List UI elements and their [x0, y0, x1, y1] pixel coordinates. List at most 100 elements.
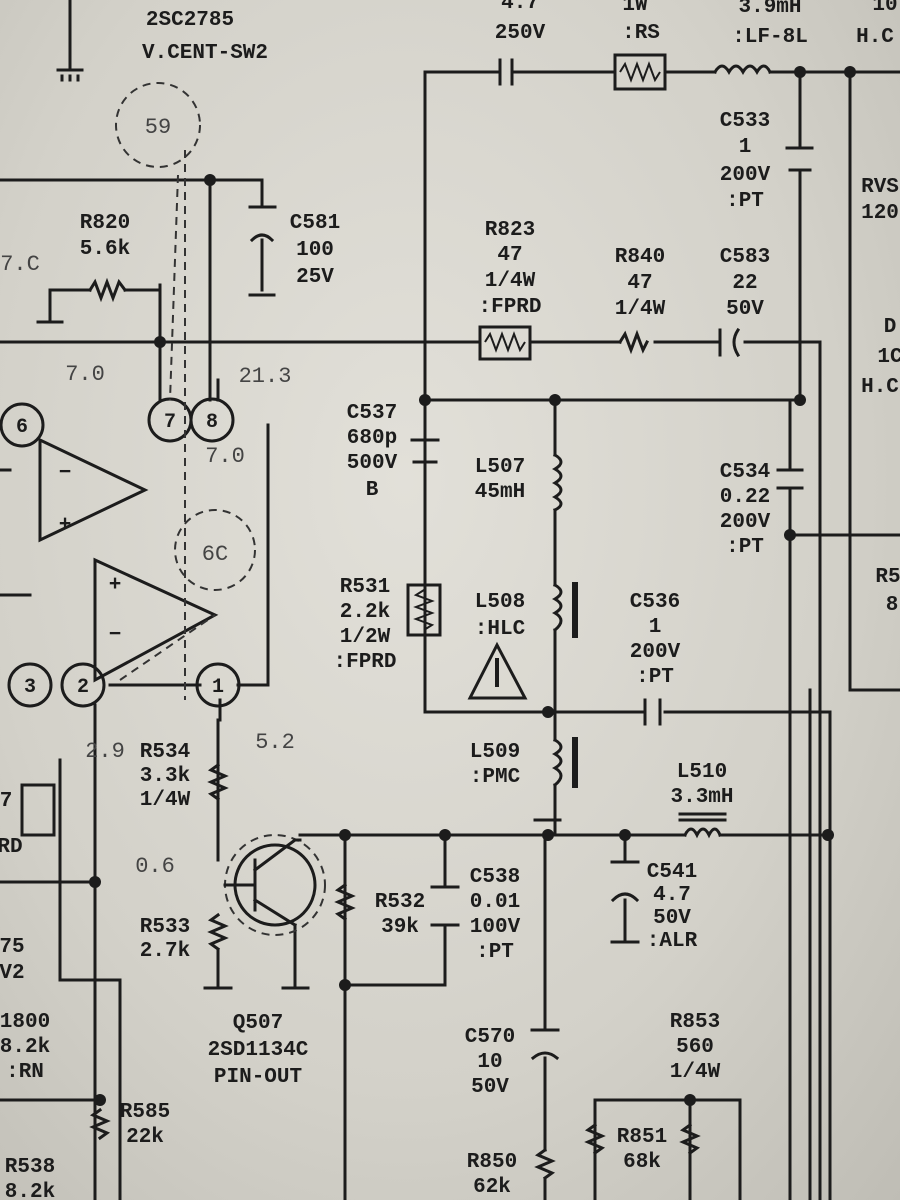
- l509-type: :PMC: [470, 766, 521, 789]
- c541-type: :ALR: [647, 930, 698, 953]
- rvs-value: 120: [861, 202, 899, 225]
- r853-value: 560: [676, 1036, 714, 1059]
- label-ind-value: 3.9mH: [738, 0, 801, 19]
- pin-1: 1: [212, 676, 224, 699]
- edge-label: RD: [0, 836, 23, 859]
- edge-label: 8: [886, 594, 899, 617]
- r851-label: R851: [617, 1126, 667, 1149]
- c541-voltage: 50V: [653, 907, 691, 930]
- header-labels: 2SC2785 V.CENT-SW2 4.7 250V 1W :RS 3.9mH…: [142, 0, 898, 65]
- c533-voltage: 200V: [720, 164, 771, 187]
- voltage-label: 7.C: [0, 252, 40, 277]
- pin-labels: 6 7 8 3 2 1 − + + −: [16, 411, 224, 699]
- c583-value: 22: [732, 272, 757, 295]
- label-right-hc: H.C: [856, 26, 894, 49]
- c533-value: 1: [739, 136, 752, 159]
- c533-type: :PT: [726, 190, 764, 213]
- c537-value: 680p: [347, 427, 397, 450]
- voltage-label: 7.0: [205, 444, 245, 469]
- r585-value: 22k: [126, 1126, 164, 1149]
- edge-label: :RN: [6, 1061, 44, 1084]
- c583-voltage: 50V: [726, 298, 764, 321]
- op-amp-plus: +: [109, 574, 122, 597]
- c534-label: C534: [720, 461, 770, 484]
- c570-value: 10: [477, 1051, 502, 1074]
- marker-59: 59: [145, 115, 171, 140]
- c583-label: C583: [720, 246, 770, 269]
- l508-label: L508: [475, 591, 525, 614]
- op-amp-plus: +: [59, 514, 72, 537]
- voltage-labels: 7.C 7.0 21.3 7.0 2.9 5.2 0.6: [0, 252, 295, 879]
- c538-value: 0.01: [470, 891, 520, 914]
- label-cap-voltage: 250V: [495, 22, 546, 45]
- r850-value: 62k: [473, 1176, 511, 1199]
- c534-type: :PT: [726, 536, 764, 559]
- r533-value: 2.7k: [140, 940, 190, 963]
- voltage-label: 7.0: [65, 362, 105, 387]
- l507-value: 45mH: [475, 481, 525, 504]
- r853-power: 1/4W: [670, 1061, 721, 1084]
- c537-type: B: [366, 479, 379, 502]
- pin-8: 8: [206, 411, 218, 434]
- junction-dots: [89, 66, 856, 1106]
- r820-value: 5.6k: [80, 238, 130, 261]
- d-label: D: [884, 316, 897, 339]
- r823-label: R823: [485, 219, 535, 242]
- r532-value: 39k: [381, 916, 419, 939]
- label-cap-value: 4.7: [501, 0, 539, 15]
- rvs-label: RVS: [861, 176, 899, 199]
- label-2sc2785: 2SC2785: [146, 9, 234, 32]
- r853-label: R853: [670, 1011, 720, 1034]
- c581-value: 100: [296, 239, 334, 262]
- edge-label: V2: [0, 962, 25, 985]
- edge-label: R5: [875, 566, 900, 589]
- c541-value: 4.7: [653, 884, 691, 907]
- c536-value: 1: [649, 616, 662, 639]
- marker-6c: 6C: [202, 542, 228, 567]
- label-ind-type: :LF-8L: [732, 26, 808, 49]
- label-v-cent-sw2: V.CENT-SW2: [142, 42, 268, 65]
- c581-label: C581: [290, 212, 340, 235]
- op-amp-symbols: [38, 437, 219, 683]
- edge-label: 8.2k: [5, 1181, 55, 1200]
- r531-type: :FPRD: [333, 651, 396, 674]
- marker-labels: 59 6C: [145, 115, 228, 567]
- label-res-type: :RS: [622, 22, 660, 45]
- r823-value: 47: [497, 244, 522, 267]
- voltage-label: 0.6: [135, 854, 175, 879]
- q507-part: 2SD1134C: [208, 1039, 309, 1062]
- pin-6: 6: [16, 416, 28, 439]
- c533-label: C533: [720, 110, 770, 133]
- edge-label: 8.2k: [0, 1036, 50, 1059]
- label-res-power: 1W: [622, 0, 648, 17]
- inductor-symbols: [552, 64, 773, 839]
- c536-type: :PT: [636, 666, 674, 689]
- pin-7: 7: [164, 411, 176, 434]
- op-amp-minus: −: [109, 624, 122, 647]
- c537-voltage: 500V: [347, 452, 398, 475]
- l510-label: L510: [677, 761, 727, 784]
- c538-label: C538: [470, 866, 520, 889]
- component-labels: R820 5.6k C581 100 25V R823 47 1/4W :FPR…: [80, 110, 900, 1199]
- voltage-label: 5.2: [255, 730, 295, 755]
- c570-voltage: 50V: [471, 1076, 509, 1099]
- label-right-top: 10: [872, 0, 897, 17]
- c536-voltage: 200V: [630, 641, 681, 664]
- d-type: H.C: [861, 376, 899, 399]
- r850-label: R850: [467, 1151, 517, 1174]
- l510-value: 3.3mH: [670, 786, 733, 809]
- r531-label: R531: [340, 576, 390, 599]
- r820-label: R820: [80, 212, 130, 235]
- r532-label: R532: [375, 891, 425, 914]
- r534-power: 1/4W: [140, 789, 191, 812]
- r823-type: :FPRD: [478, 296, 541, 319]
- ground-symbols: [36, 68, 640, 990]
- resistor-symbols: [20, 53, 701, 1181]
- c534-value: 0.22: [720, 486, 770, 509]
- r531-value: 2.2k: [340, 601, 390, 624]
- r534-value: 3.3k: [140, 765, 190, 788]
- voltage-label: 21.3: [239, 364, 292, 389]
- warning-triangle-icon: [467, 641, 528, 700]
